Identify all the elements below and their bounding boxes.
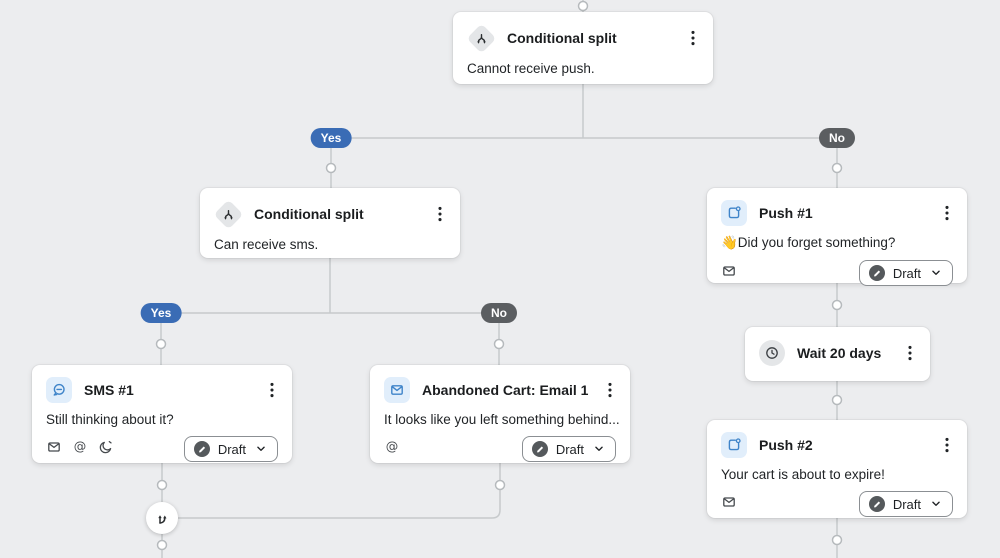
smart-sending-envelope-icon (721, 263, 737, 284)
connector-dot (493, 338, 505, 350)
more-options-icon[interactable] (687, 28, 699, 48)
connector-dot (577, 0, 589, 12)
flow-node-push1[interactable]: Push #1 👋Did you forget something? Draft (707, 188, 967, 286)
connector-dot (156, 539, 168, 551)
chevron-down-icon (932, 270, 940, 276)
connector-dot (831, 394, 843, 406)
more-options-icon[interactable] (941, 435, 953, 455)
conditional-split-icon (213, 199, 243, 229)
more-options-icon[interactable] (904, 343, 916, 363)
sms-icon (46, 377, 72, 403)
connector-dot (831, 299, 843, 311)
node-title: Push #1 (759, 205, 813, 221)
chevron-down-icon (595, 446, 603, 452)
smart-sending-envelope-icon (721, 494, 737, 515)
chevron-down-icon (257, 446, 265, 452)
connector-dot (156, 479, 168, 491)
wait-clock-icon (759, 340, 785, 366)
node-title: Wait 20 days (797, 345, 882, 361)
utm-at-icon: @ (384, 438, 400, 460)
flow-node-conditional-split-top[interactable]: Conditional split Cannot receive push. (453, 12, 713, 84)
branch-label-no: No (819, 128, 855, 148)
draft-pencil-icon (868, 496, 885, 512)
connector-line (178, 463, 501, 519)
status-label: Draft (892, 496, 921, 512)
flow-node-push2[interactable]: Push #2 Your cart is about to expire! Dr… (707, 420, 967, 518)
more-options-icon[interactable] (266, 380, 278, 400)
push-notification-icon (721, 200, 747, 226)
flow-node-email1[interactable]: Abandoned Cart: Email 1 It looks like yo… (370, 365, 630, 463)
connector-dot (325, 162, 337, 174)
conditional-split-icon (466, 23, 496, 53)
connector-dots (155, 0, 843, 551)
node-description: Still thinking about it? (46, 412, 174, 427)
branch-label-no: No (481, 303, 517, 323)
merge-node[interactable] (146, 502, 178, 534)
svg-text:@: @ (386, 439, 399, 454)
svg-text:@: @ (74, 439, 87, 454)
node-description: Your cart is about to expire! (721, 467, 885, 482)
node-title: Push #2 (759, 437, 813, 453)
status-label: Draft (892, 265, 921, 281)
node-description: 👋Did you forget something? (721, 235, 896, 250)
branch-label-yes: Yes (140, 303, 182, 323)
draft-pencil-icon (193, 441, 210, 457)
flow-node-sms1[interactable]: SMS #1 Still thinking about it? @ (32, 365, 292, 463)
connector-dot (155, 338, 167, 350)
status-dropdown[interactable]: Draft (183, 436, 278, 462)
node-title: Abandoned Cart: Email 1 (422, 382, 589, 398)
connector-dot (831, 162, 843, 174)
connector-dot (494, 479, 506, 491)
email-icon (384, 377, 410, 403)
more-options-icon[interactable] (434, 204, 446, 224)
merge-icon (158, 515, 167, 524)
utm-at-icon: @ (72, 438, 88, 460)
node-description: Cannot receive push. (467, 61, 595, 76)
node-description: It looks like you left something behind.… (384, 412, 620, 427)
node-description: Can receive sms. (214, 237, 319, 252)
status-dropdown[interactable]: Draft (521, 436, 616, 462)
node-title: Conditional split (507, 30, 617, 46)
flow-node-wait[interactable]: Wait 20 days (745, 327, 930, 381)
quiet-hours-moon-icon (98, 439, 114, 460)
flow-node-conditional-split-sms[interactable]: Conditional split Can receive sms. (200, 188, 460, 258)
push-notification-icon (721, 432, 747, 458)
status-dropdown[interactable]: Draft (858, 260, 953, 286)
chevron-down-icon (932, 501, 940, 507)
status-label: Draft (217, 441, 246, 457)
status-label: Draft (555, 441, 584, 457)
node-title: SMS #1 (84, 382, 134, 398)
node-title: Conditional split (254, 206, 364, 222)
more-options-icon[interactable] (604, 380, 616, 400)
more-options-icon[interactable] (941, 203, 953, 223)
draft-pencil-icon (868, 265, 885, 281)
smart-sending-envelope-icon (46, 439, 62, 460)
branch-label-yes: Yes (310, 128, 352, 148)
draft-pencil-icon (531, 441, 548, 457)
connector-dot (831, 534, 843, 546)
status-dropdown[interactable]: Draft (858, 491, 953, 517)
